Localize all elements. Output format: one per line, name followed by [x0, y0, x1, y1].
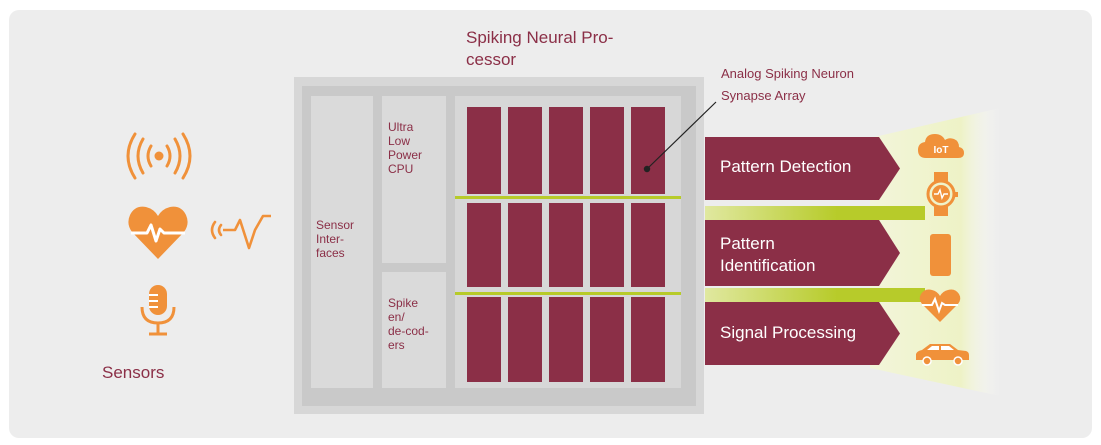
callout-pointer [643, 101, 717, 173]
cpu-label: Ultra Low Power CPU [388, 120, 423, 176]
synapse-cell [467, 297, 501, 382]
synapse-array-callout: Analog Spiking Neuron Synapse Array [721, 66, 854, 103]
smartwatch-icon [926, 172, 958, 216]
output-signal-processing [705, 302, 900, 365]
sensor-interfaces-block [311, 96, 373, 388]
synapse-cell [467, 203, 501, 287]
synapse-cell [549, 203, 583, 287]
sensor-interfaces-label: Sensor Inter- faces [316, 218, 355, 260]
synapse-cell [508, 297, 542, 382]
synapse-cell [549, 297, 583, 382]
array-divider-2 [455, 292, 681, 295]
iot-text: IoT [934, 145, 949, 156]
synapse-cell [508, 107, 542, 194]
processor-title: Spiking Neural Pro- cessor [466, 28, 614, 69]
synapse-cell [549, 107, 583, 194]
microphone-icon [140, 285, 176, 336]
synapse-cell [467, 107, 501, 194]
synapse-cell [590, 107, 624, 194]
sensors-label: Sensors [102, 363, 165, 382]
synapse-cell [590, 203, 624, 287]
array-divider-1 [455, 196, 681, 199]
pattern-identification-label: Pattern Identification [720, 234, 816, 275]
smartphone-icon [930, 234, 951, 276]
output-connector-1 [705, 206, 925, 220]
synapse-cell [631, 203, 665, 287]
spike-codec-block [382, 272, 446, 388]
signal-processing-label: Signal Processing [720, 323, 857, 342]
output-connector-2 [705, 288, 925, 302]
iot-cloud-icon: IoT [918, 134, 964, 158]
spike-codec-label: Spike en/ de-cod- ers [388, 296, 429, 352]
radio-pulse-icon [210, 214, 271, 250]
synapse-cell [631, 107, 665, 194]
cpu-block [382, 96, 446, 263]
synapse-cell [631, 297, 665, 382]
synapse-cell [508, 203, 542, 287]
wireless-signal-icon [126, 132, 192, 180]
car-icon [916, 344, 969, 366]
heart-rate-icon-app [919, 289, 961, 322]
pattern-detection-label: Pattern Detection [720, 157, 852, 176]
heart-rate-sensor-icon [128, 206, 188, 259]
output-pattern-identification [705, 220, 900, 286]
synapse-cell [590, 297, 624, 382]
output-pattern-detection [705, 137, 900, 200]
